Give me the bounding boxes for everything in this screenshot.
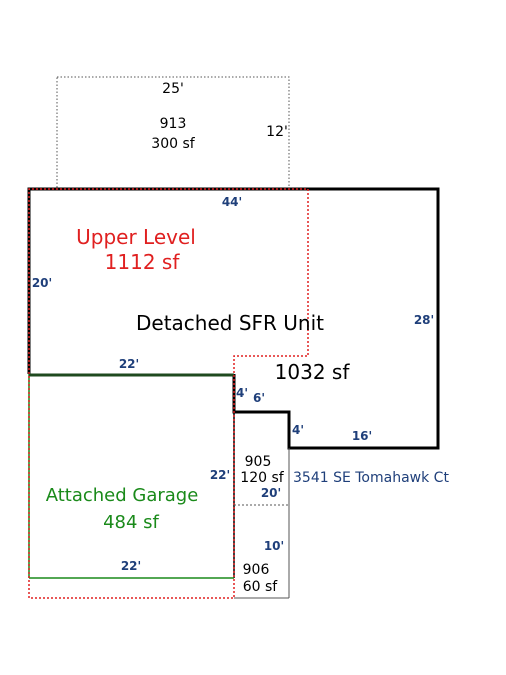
dim-lower-h: 16' (352, 429, 372, 443)
area-913-id: 913 (160, 116, 187, 132)
area-905-sf: 120 sf (240, 470, 284, 486)
garage-sf: 484 sf (103, 512, 159, 533)
dim-area-906-side: 10' (264, 539, 284, 553)
upper-level-sf: 1112 sf (105, 250, 181, 274)
dim-garage-bottom: 22' (121, 559, 141, 573)
area-913-top-dim: 25' (162, 81, 184, 97)
dim-garage-right: 22' (210, 468, 230, 482)
dim-top: 44' (222, 195, 242, 209)
dim-right: 28' (414, 313, 434, 327)
main-unit-label: Detached SFR Unit (136, 311, 324, 335)
area-913-side-dim: 12' (266, 124, 288, 140)
dim-lower-v: 4' (292, 423, 304, 437)
dim-step-v: 4' (236, 386, 248, 400)
property-address: 3541 SE Tomahawk Ct (293, 470, 449, 486)
dim-left: 20' (32, 276, 52, 290)
area-905-id: 905 (245, 454, 272, 470)
garage-label: Attached Garage (46, 485, 199, 506)
dim-area-905-bottom: 20' (261, 486, 281, 500)
upper-level-outline (28, 188, 309, 599)
dim-mid-left: 22' (119, 357, 139, 371)
dim-step-h: 6' (253, 391, 265, 405)
area-913-sf: 300 sf (151, 136, 195, 152)
upper-level-label: Upper Level (76, 225, 196, 249)
area-906-id: 906 (243, 562, 270, 578)
main-unit-sf: 1032 sf (275, 360, 351, 384)
area-906-sf: 60 sf (243, 579, 279, 595)
